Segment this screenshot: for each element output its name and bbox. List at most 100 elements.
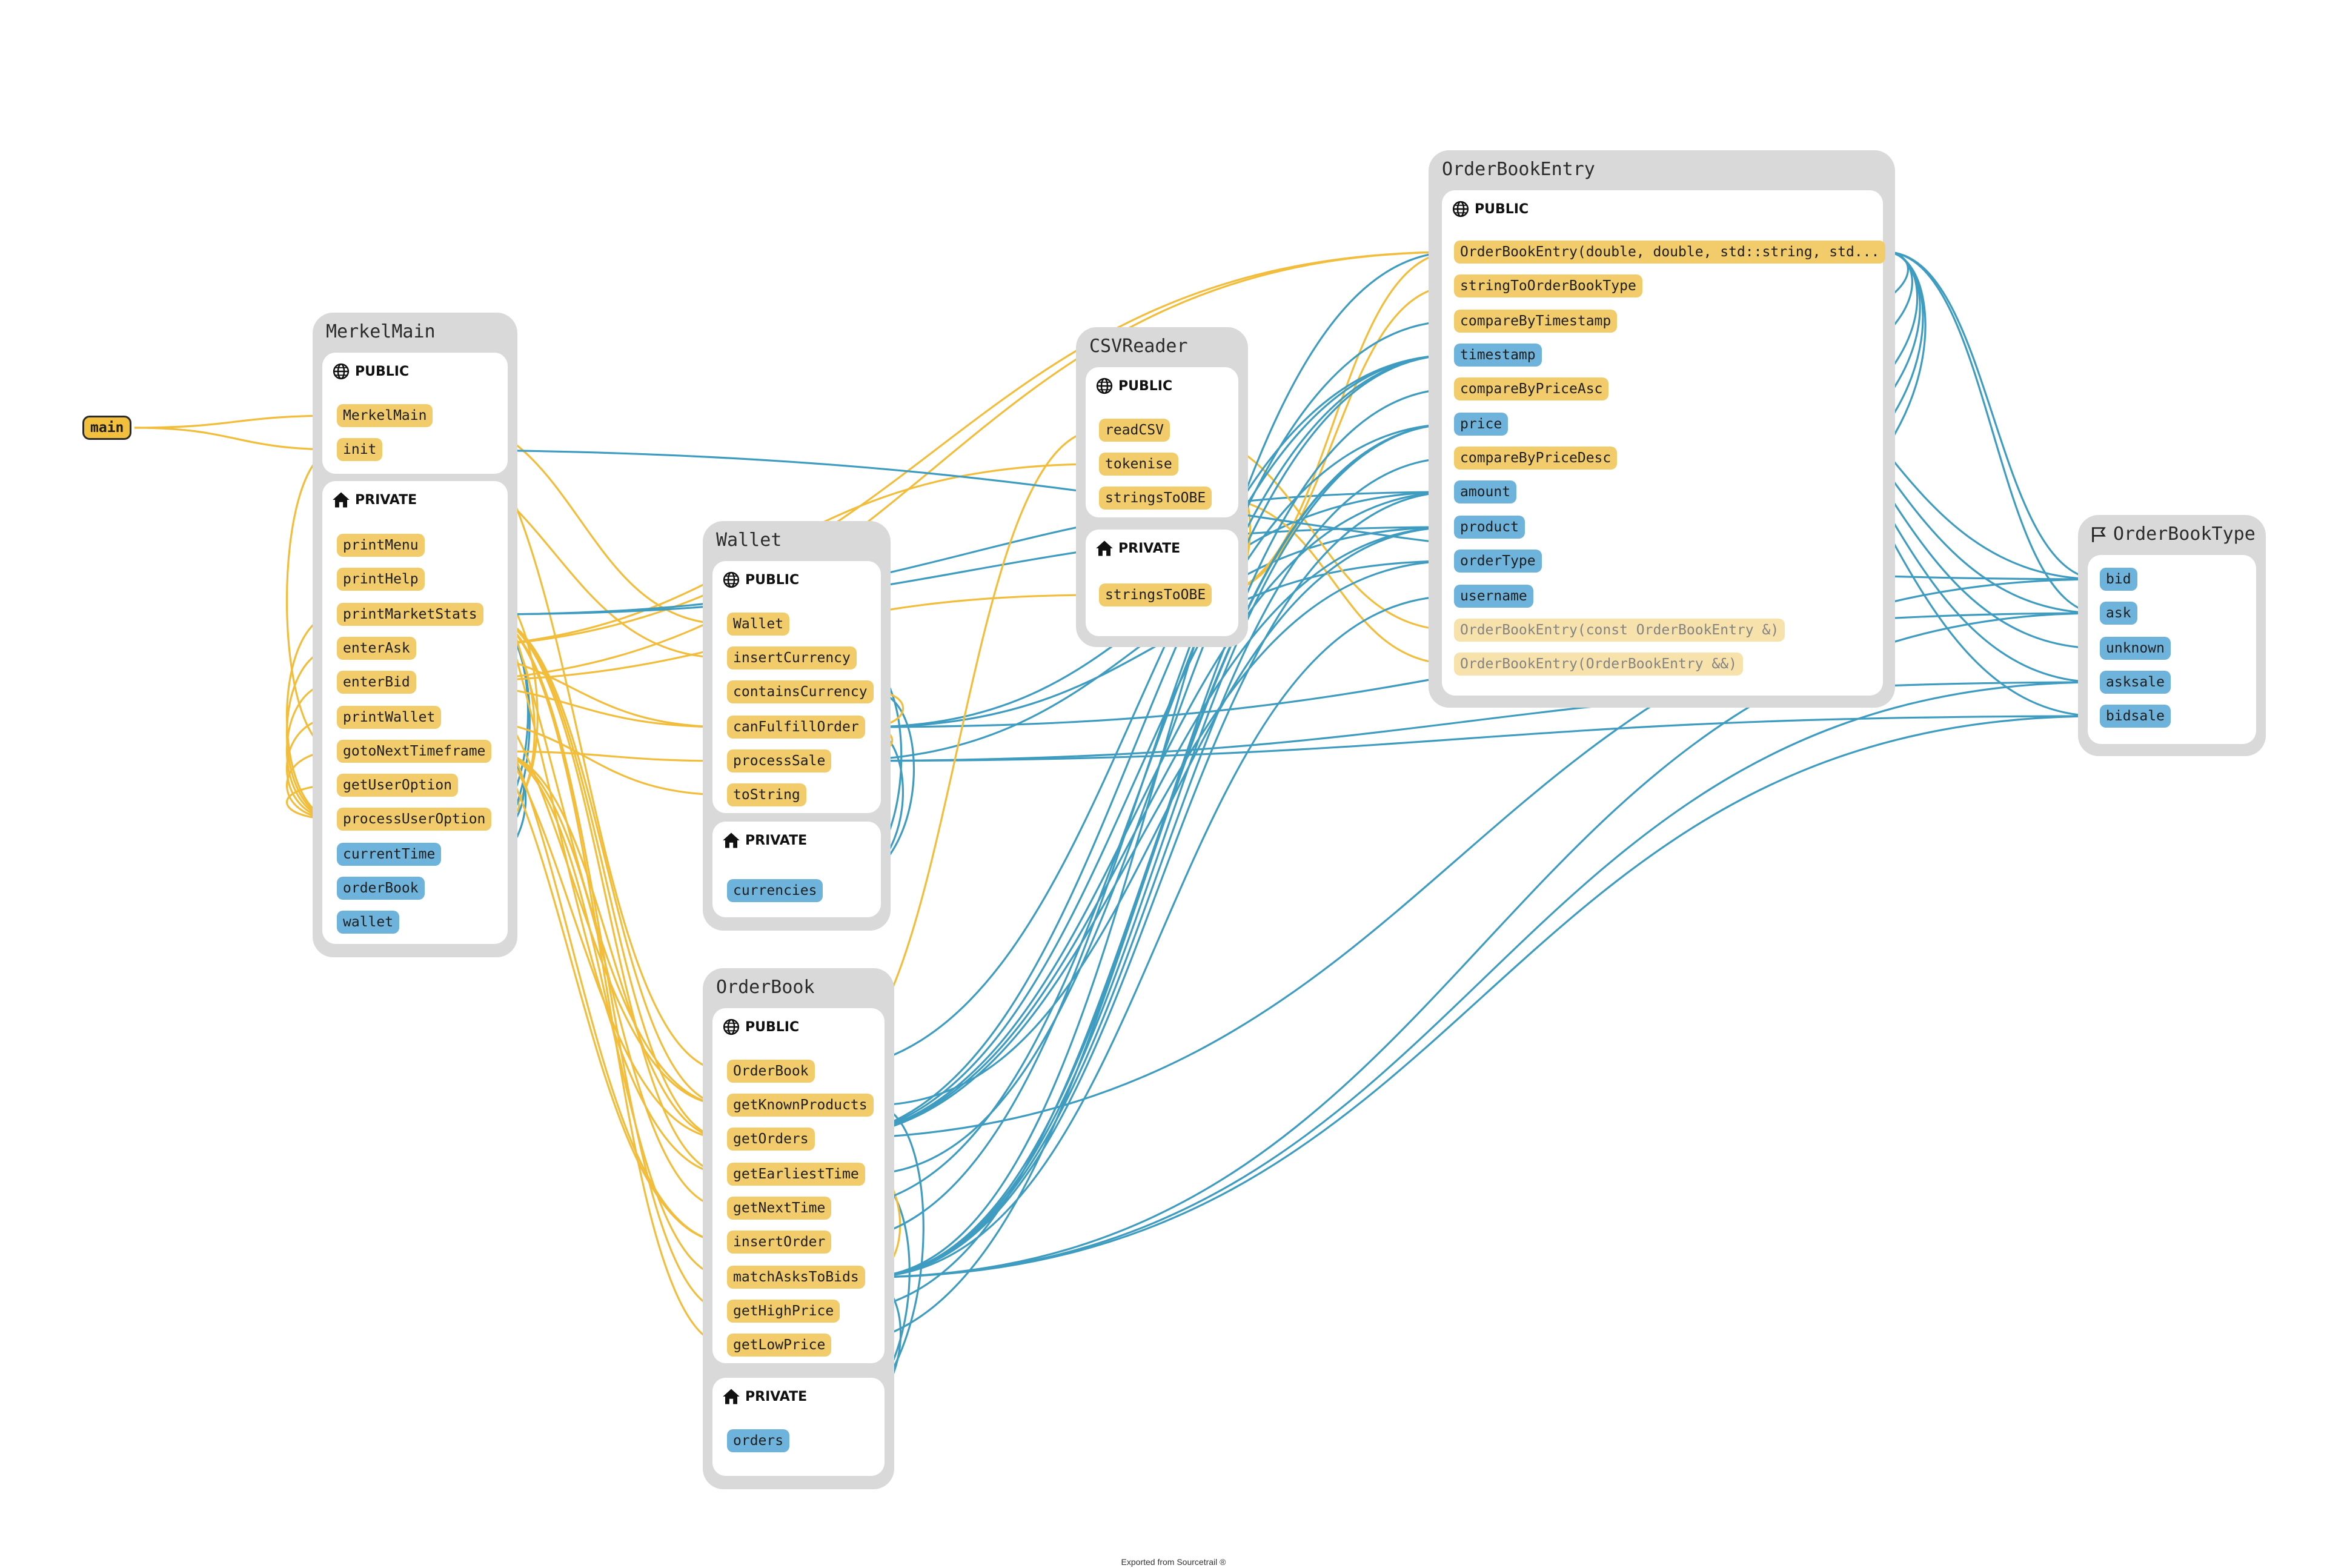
dependency-edge bbox=[1212, 252, 1454, 596]
member-orderbookentry-orderbookentry-double-double-std-string-std[interactable]: OrderBookEntry(double, double, std::stri… bbox=[1454, 241, 1886, 264]
class-title-csvreader: CSVReader bbox=[1089, 336, 1188, 357]
member-merkelmain-printmenu[interactable]: printMenu bbox=[337, 534, 425, 557]
member-orderbookentry-amount[interactable]: amount bbox=[1454, 480, 1517, 503]
member-csvreader-tokenise[interactable]: tokenise bbox=[1099, 453, 1178, 476]
section-header-private: PRIVATE bbox=[332, 490, 417, 510]
member-merkelmain-orderbook[interactable]: orderBook bbox=[337, 877, 425, 900]
member-orderbookentry-comparebypriceasc[interactable]: compareByPriceAsc bbox=[1454, 377, 1609, 400]
member-orderbookentry-orderbookentry-orderbookentry[interactable]: OrderBookEntry(OrderBookEntry &&) bbox=[1454, 653, 1743, 676]
section-header-public: PUBLIC bbox=[722, 570, 799, 590]
member-wallet-currencies[interactable]: currencies bbox=[727, 879, 823, 902]
member-merkelmain-merkelmain[interactable]: MerkelMain bbox=[337, 404, 433, 427]
house-icon bbox=[1096, 540, 1113, 556]
member-merkelmain-getuseroption[interactable]: getUserOption bbox=[337, 774, 459, 797]
member-orderbookentry-comparebypricedesc[interactable]: compareByPriceDesc bbox=[1454, 447, 1618, 470]
globe-icon bbox=[723, 571, 740, 588]
member-orderbooktype-bid[interactable]: bid bbox=[2100, 568, 2137, 591]
section-header-private: PRIVATE bbox=[722, 1386, 807, 1407]
dependency-edge bbox=[865, 252, 1454, 1278]
member-merkelmain-printhelp[interactable]: printHelp bbox=[337, 568, 425, 591]
globe-icon bbox=[1452, 201, 1469, 218]
dependency-edge bbox=[1885, 251, 2100, 613]
section-label: PUBLIC bbox=[1475, 201, 1529, 217]
class-title-text: OrderBookType bbox=[2113, 523, 2256, 545]
member-orderbook-gethighprice[interactable]: getHighPrice bbox=[727, 1300, 840, 1323]
member-orderbook-getorders[interactable]: getOrders bbox=[727, 1128, 815, 1151]
member-wallet-wallet[interactable]: Wallet bbox=[727, 613, 790, 636]
dependency-edge bbox=[483, 527, 1454, 616]
member-orderbookentry-product[interactable]: product bbox=[1454, 516, 1525, 539]
member-merkelmain-wallet[interactable]: wallet bbox=[337, 911, 400, 934]
member-wallet-processsale[interactable]: processSale bbox=[727, 749, 832, 772]
member-orderbook-getknownproducts[interactable]: getKnownProducts bbox=[727, 1094, 874, 1117]
member-merkelmain-printmarketstats[interactable]: printMarketStats bbox=[337, 603, 483, 626]
section-private: PRIVATE bbox=[712, 1378, 885, 1476]
globe-icon bbox=[723, 1018, 740, 1035]
member-orderbook-getearliesttime[interactable]: getEarliestTime bbox=[727, 1163, 865, 1186]
class-orderbook[interactable]: OrderBook PUBLIC PRIVATE bbox=[703, 968, 894, 1489]
dependency-edge bbox=[865, 458, 1454, 1278]
member-merkelmain-init[interactable]: init bbox=[337, 438, 383, 461]
member-merkelmain-gotonexttimeframe[interactable]: gotoNextTimeframe bbox=[337, 740, 492, 763]
section-label: PRIVATE bbox=[355, 492, 417, 508]
dependency-edge bbox=[865, 682, 2100, 1278]
member-orderbookentry-stringtoorderbooktype[interactable]: stringToOrderBookType bbox=[1454, 274, 1642, 297]
section-label: PRIVATE bbox=[1118, 540, 1181, 556]
member-orderbooktype-bidsale[interactable]: bidsale bbox=[2100, 705, 2171, 728]
section-label: PUBLIC bbox=[1118, 378, 1173, 394]
section-header-public: PUBLIC bbox=[332, 361, 409, 382]
member-wallet-canfulfillorder[interactable]: canFulfillOrder bbox=[727, 716, 865, 739]
main-function-node[interactable]: main bbox=[82, 416, 132, 440]
member-orderbook-getlowprice[interactable]: getLowPrice bbox=[727, 1334, 832, 1357]
member-wallet-containscurrency[interactable]: containsCurrency bbox=[727, 680, 874, 703]
section-header-public: PUBLIC bbox=[722, 1017, 799, 1037]
member-merkelmain-enterbid[interactable]: enterBid bbox=[337, 671, 416, 694]
member-orderbookentry-orderbookentry-const-orderbookentry[interactable]: OrderBookEntry(const OrderBookEntry &) bbox=[1454, 619, 1785, 642]
dependency-edge bbox=[491, 750, 727, 1208]
member-orderbookentry-timestamp[interactable]: timestamp bbox=[1454, 344, 1542, 367]
member-merkelmain-currenttime[interactable]: currentTime bbox=[337, 843, 442, 866]
member-orderbook-insertorder[interactable]: insertOrder bbox=[727, 1231, 832, 1254]
dependency-edge bbox=[416, 252, 1454, 649]
member-orderbooktype-ask[interactable]: ask bbox=[2100, 602, 2137, 625]
member-orderbook-getnexttime[interactable]: getNextTime bbox=[727, 1197, 832, 1220]
dependency-edge bbox=[865, 389, 1454, 1278]
member-merkelmain-processuseroption[interactable]: processUserOption bbox=[337, 808, 492, 831]
class-title-orderbooktype: OrderBookType bbox=[2090, 523, 2256, 545]
section-header-private: PRIVATE bbox=[1095, 538, 1180, 559]
class-title-merkelmain: MerkelMain bbox=[326, 321, 436, 342]
dependency-edge bbox=[831, 321, 1454, 1243]
member-wallet-insertcurrency[interactable]: insertCurrency bbox=[727, 646, 857, 669]
member-orderbookentry-price[interactable]: price bbox=[1454, 413, 1509, 436]
member-csvreader-stringstoobe[interactable]: stringsToOBE bbox=[1099, 583, 1212, 606]
member-orderbook-orders[interactable]: orders bbox=[727, 1429, 790, 1452]
member-orderbooktype-unknown[interactable]: unknown bbox=[2100, 637, 2171, 660]
dependency-edge bbox=[1212, 497, 1454, 664]
section-header-public: PUBLIC bbox=[1095, 376, 1172, 396]
dependency-edge bbox=[865, 492, 1454, 1278]
section-label: PRIVATE bbox=[745, 1389, 808, 1404]
globe-icon bbox=[333, 363, 350, 380]
member-orderbookentry-comparebytimestamp[interactable]: compareByTimestamp bbox=[1454, 310, 1618, 333]
member-orderbookentry-username[interactable]: username bbox=[1454, 585, 1533, 608]
dependency-edge bbox=[491, 750, 727, 761]
member-csvreader-stringstoobe[interactable]: stringsToOBE bbox=[1099, 487, 1212, 510]
class-title-wallet: Wallet bbox=[716, 530, 782, 551]
section-label: PUBLIC bbox=[745, 1019, 800, 1035]
dependency-edge bbox=[483, 613, 727, 1174]
member-orderbookentry-ordertype[interactable]: orderType bbox=[1454, 550, 1542, 573]
call-edge bbox=[134, 427, 337, 450]
dependency-edge bbox=[865, 716, 2100, 1278]
dependency-edge bbox=[483, 613, 727, 1105]
member-merkelmain-printwallet[interactable]: printWallet bbox=[337, 706, 442, 729]
member-wallet-tostring[interactable]: toString bbox=[727, 783, 806, 806]
section-private: PRIVATE bbox=[1086, 530, 1238, 636]
member-orderbook-matchaskstobids[interactable]: matchAsksToBids bbox=[727, 1266, 865, 1289]
member-csvreader-readcsv[interactable]: readCSV bbox=[1099, 419, 1170, 442]
dependency-edge bbox=[483, 613, 727, 1345]
member-orderbooktype-asksale[interactable]: asksale bbox=[2100, 671, 2171, 694]
member-orderbook-orderbook[interactable]: OrderBook bbox=[727, 1060, 815, 1083]
house-icon bbox=[333, 492, 350, 508]
member-merkelmain-enterask[interactable]: enterAsk bbox=[337, 637, 416, 660]
section-label: PUBLIC bbox=[745, 572, 800, 588]
